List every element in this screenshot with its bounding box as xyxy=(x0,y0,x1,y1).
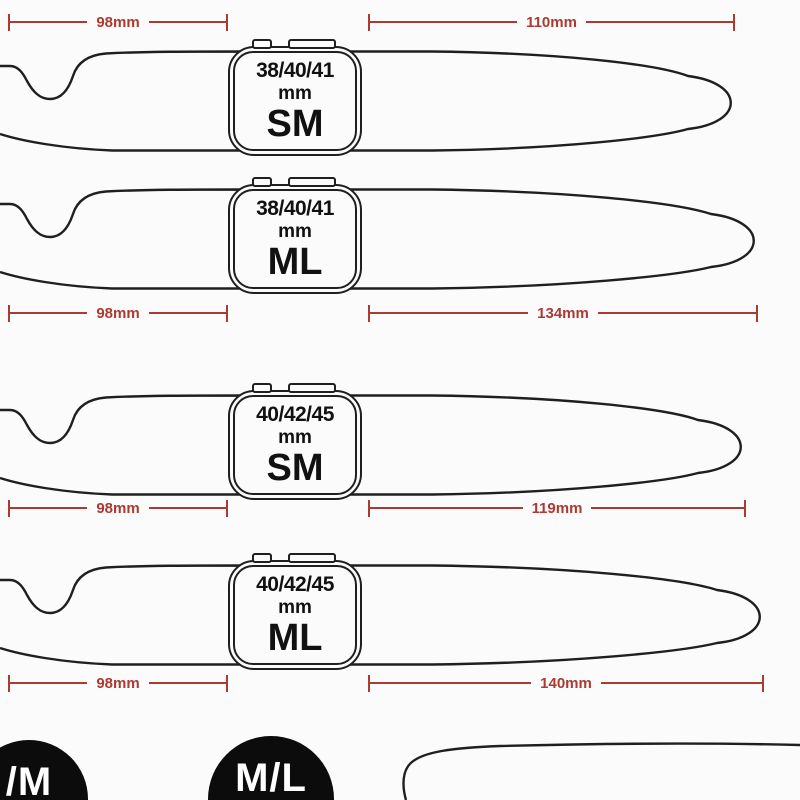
case-band-size: SM xyxy=(266,102,324,145)
dimension-line-right-2: 134mm xyxy=(368,303,759,323)
partial-strap-tip xyxy=(402,742,800,800)
dimension-label: 98mm xyxy=(96,13,140,31)
right-strap-outline xyxy=(345,50,732,152)
dimension-segment xyxy=(597,312,757,314)
dimension-segment xyxy=(585,21,733,23)
dimension-tick xyxy=(756,304,759,322)
dimension-label: 110mm xyxy=(526,13,577,31)
left-strap-outline xyxy=(0,394,247,496)
dimension-tick xyxy=(762,674,765,692)
dimension-tick xyxy=(8,674,10,692)
dimension-tick xyxy=(368,304,370,322)
case-top-tab xyxy=(252,177,272,187)
dimension-segment xyxy=(10,21,88,23)
band-diagram-row-4: 40/42/45 mm ML xyxy=(0,553,800,674)
dimension-tick xyxy=(226,13,229,31)
watch-case: 40/42/45 mm SM xyxy=(228,383,362,500)
case-band-size: ML xyxy=(267,616,323,659)
case-unit-label: mm xyxy=(278,82,312,104)
dimension-line-left-2: 98mm xyxy=(8,303,229,323)
band-diagram-row-3: 40/42/45 mm SM xyxy=(0,383,800,504)
dimension-label: 98mm xyxy=(96,499,140,517)
badge-label: M/L xyxy=(235,756,307,800)
dimension-tick xyxy=(744,499,746,517)
case-top-tab xyxy=(252,383,272,393)
dimension-label: 134mm xyxy=(537,304,589,322)
dimension-segment xyxy=(370,507,523,509)
dimension-segment xyxy=(148,312,227,314)
size-badge-ml: M/L xyxy=(208,736,334,800)
dimension-tick xyxy=(226,304,229,322)
dimension-line-right-4: 140mm xyxy=(368,673,765,693)
size-badge-sm: /M xyxy=(0,740,88,800)
dimension-label: 98mm xyxy=(96,674,140,692)
left-strap-outline xyxy=(0,188,247,290)
dimension-line-right-1: 110mm xyxy=(368,12,735,32)
case-band-size: ML xyxy=(267,240,323,283)
dimension-tick xyxy=(368,13,370,31)
dimension-tick xyxy=(8,304,10,322)
case-size-numbers: 40/42/45 xyxy=(256,572,334,596)
case-size-numbers: 38/40/41 xyxy=(256,58,334,82)
case-unit-label: mm xyxy=(278,220,312,242)
case-band-size: SM xyxy=(266,446,324,489)
band-outline-drawing xyxy=(0,394,742,496)
case-size-numbers: 38/40/41 xyxy=(256,196,334,220)
case-top-tab xyxy=(288,553,336,563)
watch-case: 38/40/41 mm ML xyxy=(228,177,362,294)
dimension-line-left-1: 98mm xyxy=(8,12,229,32)
dimension-segment xyxy=(148,507,227,509)
badge-label: /M xyxy=(5,760,53,800)
partial-band-outline xyxy=(402,742,800,800)
dimension-segment xyxy=(10,682,88,684)
left-strap-outline xyxy=(0,564,247,666)
dimension-tick xyxy=(8,13,10,31)
dimension-tick xyxy=(8,499,10,517)
case-top-tab xyxy=(288,383,336,393)
right-strap-outline xyxy=(345,188,755,290)
dimension-tick xyxy=(733,13,735,31)
dimension-segment xyxy=(10,312,88,314)
dimension-segment xyxy=(370,682,532,684)
dimension-segment xyxy=(370,312,529,314)
case-top-tab xyxy=(288,39,336,49)
dimension-segment xyxy=(370,21,518,23)
case-top-tab xyxy=(252,39,272,49)
dimension-tick xyxy=(226,499,229,517)
band-outline-drawing xyxy=(0,188,755,290)
right-strap-outline xyxy=(345,564,761,666)
right-strap-outline xyxy=(345,394,742,496)
band-diagram-row-2: 38/40/41 mm ML xyxy=(0,177,800,298)
watch-case: 40/42/45 mm ML xyxy=(228,553,362,670)
dimension-tick xyxy=(226,674,229,692)
dimension-line-left-4: 98mm xyxy=(8,673,229,693)
dimension-label: 140mm xyxy=(540,674,592,692)
band-outline-drawing xyxy=(0,564,761,666)
dimension-segment xyxy=(148,21,227,23)
dimension-label: 119mm xyxy=(531,499,583,517)
band-outline-drawing xyxy=(0,50,732,152)
case-unit-label: mm xyxy=(278,426,312,448)
dimension-label: 98mm xyxy=(96,304,140,322)
case-top-tab xyxy=(252,553,272,563)
dimension-tick xyxy=(368,674,370,692)
dimension-line-right-3: 119mm xyxy=(368,498,746,518)
left-strap-outline xyxy=(0,50,247,152)
dimension-segment xyxy=(591,507,744,509)
case-unit-label: mm xyxy=(278,596,312,618)
dimension-line-left-3: 98mm xyxy=(8,498,229,518)
watch-case: 38/40/41 mm SM xyxy=(228,39,362,156)
case-size-numbers: 40/42/45 xyxy=(256,402,334,426)
dimension-segment xyxy=(600,682,763,684)
band-diagram-row-1: 38/40/41 mm SM xyxy=(0,39,800,160)
dimension-segment xyxy=(10,507,88,509)
dimension-tick xyxy=(368,499,370,517)
case-top-tab xyxy=(288,177,336,187)
dimension-segment xyxy=(148,682,227,684)
